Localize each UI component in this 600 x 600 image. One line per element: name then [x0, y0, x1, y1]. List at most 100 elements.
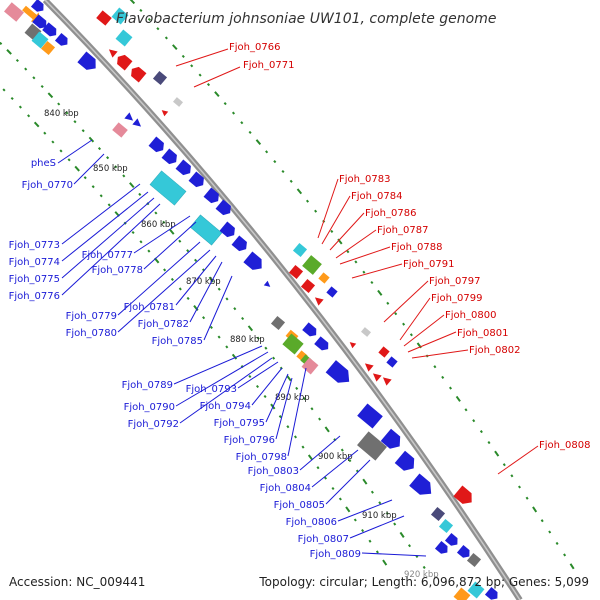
gene-label: Fjoh_0770	[22, 180, 73, 191]
gene-arrow	[444, 532, 458, 546]
gc-mark	[256, 336, 260, 340]
gene-arrow	[438, 518, 454, 534]
gc-mark	[178, 239, 182, 243]
gc-mark	[361, 529, 365, 533]
gc-mark	[32, 76, 36, 80]
right-callout-lines	[175, 48, 539, 475]
gene-arrow	[77, 51, 96, 70]
gc-mark	[114, 211, 120, 217]
gene-arrow	[364, 363, 374, 372]
gene-arrow	[203, 187, 219, 204]
gc-mark	[186, 296, 190, 300]
reverse-strand-track	[96, 7, 472, 504]
gc-mark	[202, 316, 206, 320]
gene-label: Fjoh_0777	[82, 250, 133, 261]
gc-mark	[307, 454, 314, 461]
gc-mark	[131, 230, 135, 235]
gc-mark	[88, 136, 95, 143]
gc-mark	[247, 325, 254, 332]
gene-label: Fjoh_0794	[200, 401, 251, 412]
gene-arrow	[161, 110, 169, 117]
gene-label: Fjoh_0780	[66, 328, 117, 339]
gene-label: Fjoh_0784	[351, 191, 402, 202]
gc-mark	[393, 522, 397, 526]
gc-mark	[225, 297, 229, 301]
gene-label: Fjoh_0800	[445, 310, 496, 321]
gene-arrow	[325, 360, 350, 383]
gc-mark	[563, 553, 567, 557]
gc-mark	[81, 129, 85, 133]
gc-mark	[555, 541, 559, 545]
gc-mark	[348, 459, 352, 463]
gene-label: Fjoh_0776	[9, 291, 60, 302]
gc-mark	[502, 463, 506, 467]
gene-arrow	[152, 70, 168, 86]
gene-label: Fjoh_0775	[9, 274, 60, 285]
gc-mark	[73, 120, 77, 124]
gene-label: Fjoh_0785	[152, 336, 203, 347]
gc-mark	[241, 316, 245, 321]
left-callout-lines	[57, 139, 427, 557]
gc-mark	[99, 194, 103, 198]
gc-mark	[240, 121, 244, 125]
gene-label: Fjoh_0801	[457, 328, 508, 339]
gene-arrow	[302, 322, 317, 337]
gene-arrow	[173, 97, 183, 107]
gc-mark	[47, 92, 54, 99]
gc-mark	[289, 179, 293, 183]
gc-mark	[353, 518, 357, 522]
gc-mark	[301, 445, 305, 449]
gene-arrow	[453, 485, 472, 504]
gc-mark	[91, 185, 95, 189]
gc-mark	[399, 531, 405, 538]
gc-mark	[51, 140, 55, 144]
gc-mark	[286, 425, 290, 429]
gc-mark	[248, 374, 252, 379]
gc-mark	[186, 249, 190, 253]
gene-arrow	[434, 540, 448, 554]
genome-backbone-highlight	[44, 0, 521, 600]
gene-arrow	[117, 54, 133, 71]
gc-mark	[345, 506, 351, 513]
gc-mark	[318, 417, 322, 421]
gc-mark	[281, 169, 285, 174]
gc-mark	[433, 365, 437, 369]
gene-arrow	[243, 251, 262, 270]
gene-arrow	[112, 122, 128, 138]
gene-arrow	[326, 286, 338, 298]
genome-summary-text: Topology: circular; Length: 6,096,872 bp…	[258, 575, 589, 589]
gene-arrow	[382, 377, 392, 386]
gc-mark	[138, 192, 142, 196]
gc-mark	[225, 345, 229, 349]
gc-mark	[154, 257, 160, 264]
gene-arrow	[149, 170, 187, 206]
gc-mark	[147, 17, 151, 22]
gc-mark	[272, 356, 276, 360]
gene-arrow	[466, 552, 482, 568]
gc-mark	[286, 375, 292, 382]
gc-mark	[362, 270, 366, 274]
gene-arrow	[282, 333, 304, 355]
gc-mark	[333, 438, 337, 442]
gc-mark	[302, 397, 306, 401]
gene-label: Fjoh_0782	[138, 319, 189, 330]
gene-label: Fjoh_0781	[124, 302, 175, 313]
gc-mark	[59, 149, 63, 153]
gc-mark	[370, 490, 374, 494]
gene-arrow	[131, 66, 147, 83]
gc-mark	[40, 84, 44, 89]
gene-arrow	[31, 31, 49, 49]
gc-mark	[194, 258, 198, 262]
gc-mark	[67, 158, 71, 162]
gc-mark	[330, 229, 334, 233]
gc-mark	[114, 165, 118, 169]
gene-arrow	[108, 49, 118, 58]
gene-label: Fjoh_0798	[236, 452, 287, 463]
gc-mark	[314, 209, 318, 213]
gene-label: Fjoh_0807	[298, 534, 349, 545]
gene-arrow	[215, 199, 231, 216]
gene-arrow	[409, 473, 432, 495]
gene-label: Fjoh_0796	[224, 435, 275, 446]
gene-arrow	[380, 428, 401, 449]
gc-mark	[273, 160, 277, 164]
